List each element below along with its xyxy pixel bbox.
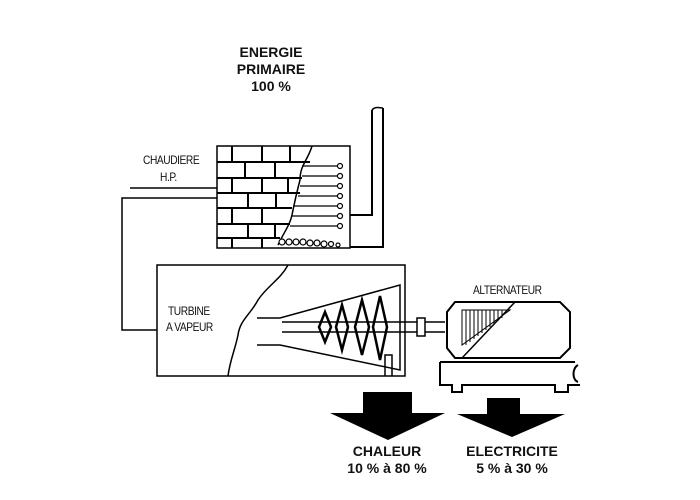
- boiler-label-line2: H.P.: [160, 170, 177, 184]
- title-line2: PRIMAIRE: [236, 61, 306, 77]
- turbine-label-line1: TURBINE: [168, 304, 210, 318]
- chimney: [350, 108, 384, 248]
- alternator-label: ALTERNATEUR: [473, 283, 542, 297]
- heat-range: 10 % à 80 %: [347, 460, 427, 476]
- electricity-range: 5 % à 30 %: [476, 460, 548, 476]
- heat-label: CHALEUR: [352, 443, 422, 459]
- heat-arrow: [330, 392, 445, 440]
- steam-pipe: [121, 187, 217, 331]
- title-line3: 100 %: [251, 78, 291, 94]
- title-line1: ENERGIE: [239, 44, 303, 60]
- turbine-label-line2: A VAPEUR: [166, 320, 213, 334]
- coupling: [416, 317, 426, 337]
- electricity-arrow: [457, 398, 565, 437]
- boiler: [216, 145, 351, 249]
- boiler-label-line1: CHAUDIERE: [143, 153, 200, 167]
- electricity-label: ELECTRICITE: [466, 443, 558, 459]
- alternator: [439, 301, 580, 393]
